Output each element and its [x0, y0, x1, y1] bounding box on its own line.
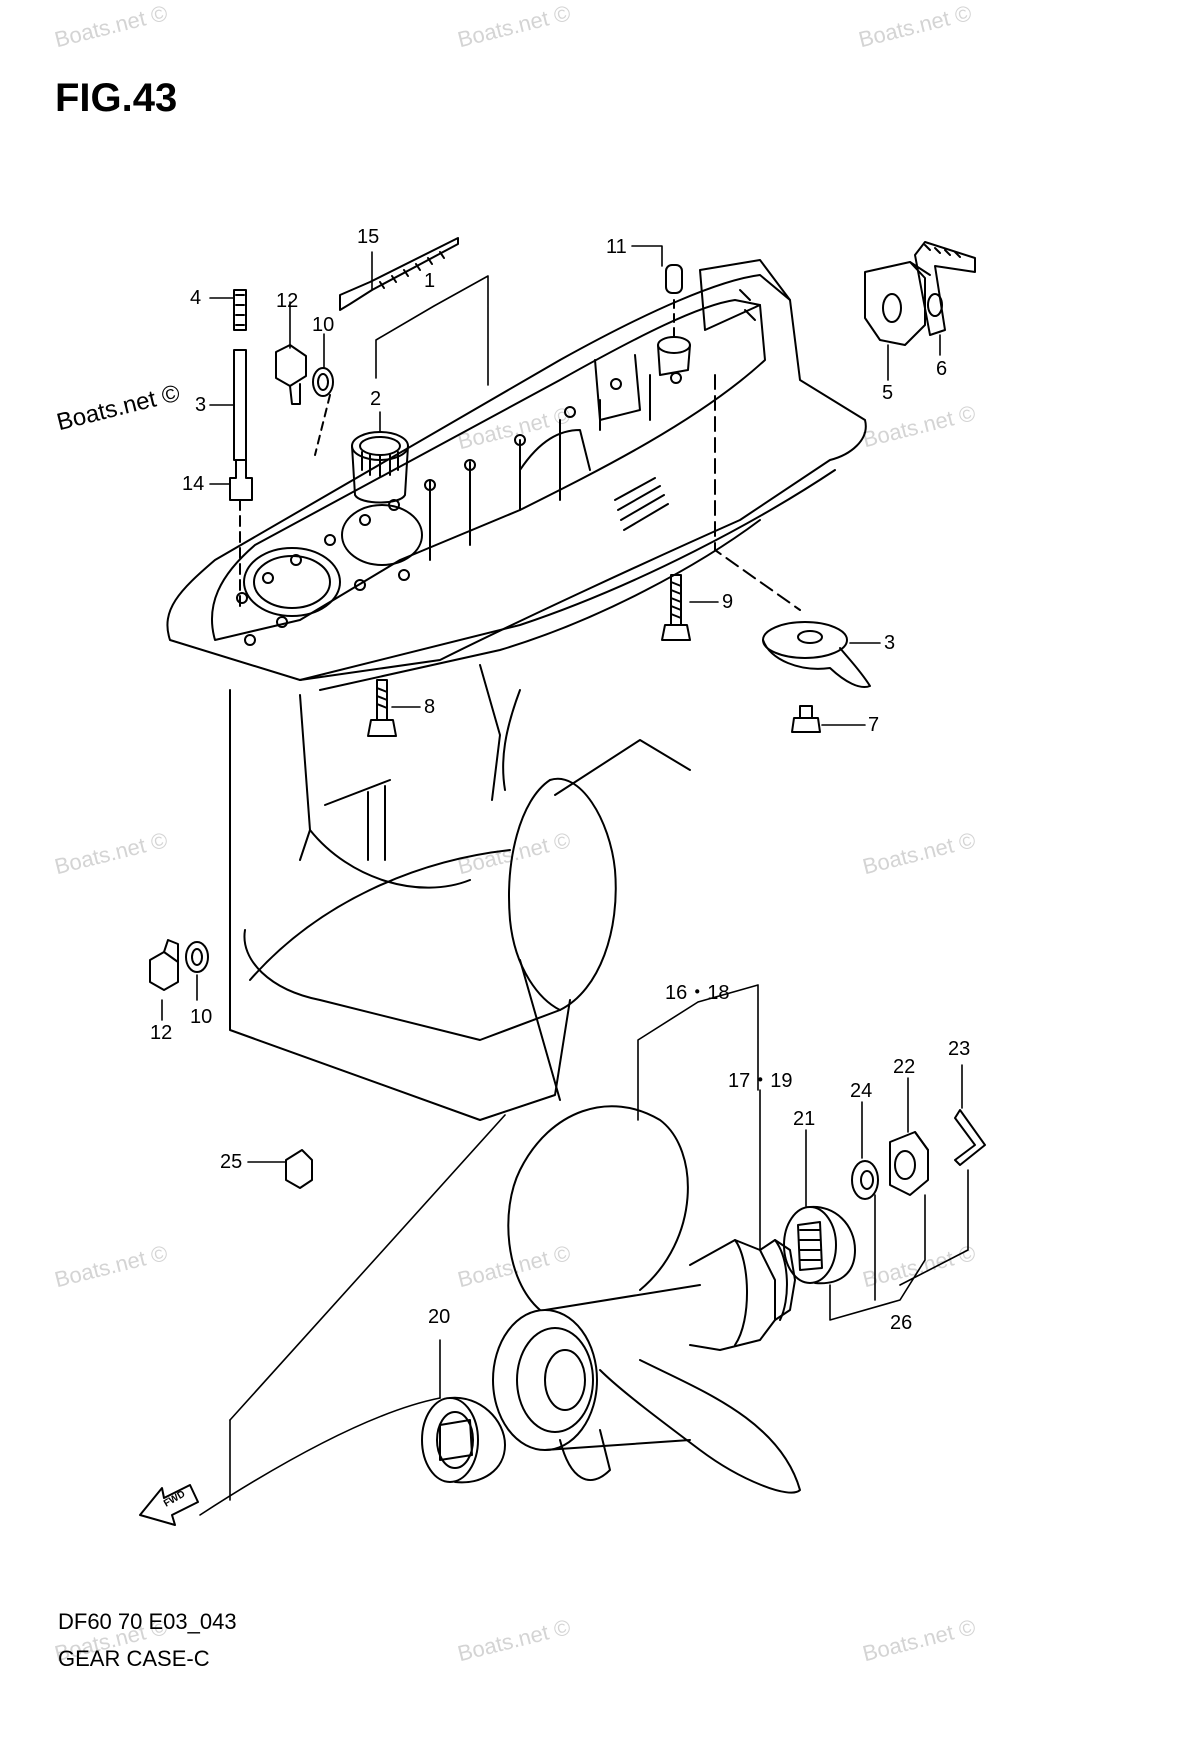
part-6-plate [914, 241, 976, 336]
callout-4: 4 [190, 287, 202, 309]
leader-dashed [714, 374, 801, 611]
part-25-plug [285, 1149, 313, 1189]
callout-12: 12 [150, 1022, 173, 1044]
callout-15: 15 [357, 226, 380, 248]
part-24-washer [851, 1160, 879, 1200]
part-9-bolt [661, 574, 691, 641]
part-15-cable [339, 237, 459, 311]
part-12-plug-lower [149, 939, 179, 991]
leader-lines [161, 245, 969, 1516]
callout-5: 5 [882, 382, 894, 404]
part-10-gasket-upper [312, 367, 334, 456]
callout-21: 21 [793, 1108, 816, 1130]
propeller [492, 1105, 801, 1494]
callout-14: 14 [182, 473, 205, 495]
part-23-cotter-pin [954, 1109, 986, 1166]
callout-22: 22 [893, 1056, 916, 1078]
callout-26: 26 [890, 1312, 913, 1334]
part-3-anode [762, 621, 871, 688]
callout-11: 11 [606, 236, 627, 258]
part-8-bolt [367, 679, 397, 737]
callout-16-18: 16・18 [665, 982, 730, 1004]
part-5-bracket [864, 261, 931, 346]
callout-6: 6 [936, 358, 948, 380]
fwd-arrow-icon [139, 1484, 199, 1526]
figure-caption: GEAR CASE-C [58, 1646, 210, 1671]
callout-17-19: 17・19 [728, 1070, 793, 1092]
part-3-water-tube [229, 289, 253, 611]
part-12-plug-upper [275, 344, 307, 405]
callout-12: 12 [276, 290, 299, 312]
callout-10: 10 [190, 1006, 213, 1028]
drawing-code: DF60 70 E03_043 [58, 1609, 237, 1634]
callout-7: 7 [868, 714, 880, 736]
callout-20: 20 [428, 1306, 451, 1328]
part-20-thrust-washer [421, 1396, 506, 1484]
figure-title: FIG.43 [55, 76, 178, 120]
callout-9: 9 [722, 591, 734, 613]
part-7-bolt [791, 705, 821, 733]
callout-23: 23 [948, 1038, 971, 1060]
part-21-spacer [783, 1205, 856, 1285]
callout-1: 1 [424, 270, 436, 292]
callout-8: 8 [424, 696, 436, 718]
callout-25: 25 [220, 1151, 243, 1173]
callout-24: 24 [850, 1080, 873, 1102]
gear-case-housing [166, 259, 867, 1121]
part-10-gasket-lower [185, 941, 209, 973]
part-11-pin [657, 264, 691, 376]
callout-3: 3 [195, 394, 207, 416]
part-22-nut [889, 1131, 929, 1196]
callout-10: 10 [312, 314, 335, 336]
callout-3: 3 [884, 632, 896, 654]
callout-2: 2 [370, 388, 382, 410]
